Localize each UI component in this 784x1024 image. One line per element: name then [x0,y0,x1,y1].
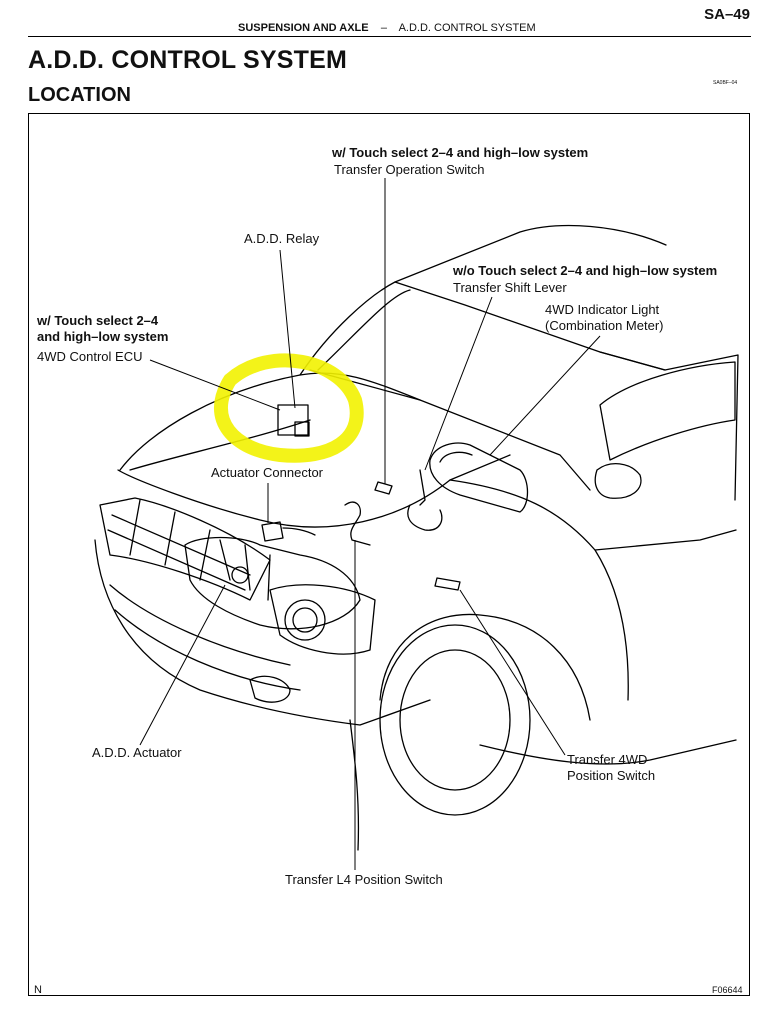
body-side [594,529,737,551]
label-touch-select-left-1: w/ Touch select 2–4 [37,313,159,328]
label-add-actuator: A.D.D. Actuator [92,745,182,760]
fender [449,479,629,701]
page-title: A.D.D. CONTROL SYSTEM [28,46,348,74]
running-head-separator: – [380,22,387,34]
tire [379,624,531,816]
4wd-position-switch [434,577,461,591]
rim [399,649,511,791]
highlight-circle [213,353,364,463]
leader-control-ecu [149,359,281,411]
label-transfer-4wd-1: Transfer 4WD [567,752,648,767]
section-title: SUSPENSION AND AXLE [238,22,369,34]
label-wo-touch-select: w/o Touch select 2–4 and high–low system [453,263,718,278]
windshield-inner [317,289,411,371]
headlight [269,584,376,655]
north-marker: N [34,984,42,996]
leader-4wd-position [459,589,566,756]
leader-add-actuator [139,584,226,746]
label-transfer-operation-switch: Transfer Operation Switch [334,162,485,177]
label-transfer-4wd-2: Position Switch [567,768,656,783]
transfer-op-switch [374,481,393,495]
leader-add-relay [279,249,296,409]
label-control-ecu: 4WD Control ECU [37,349,143,364]
page-number: SA–49 [704,6,750,23]
shift-lever [407,469,443,531]
position-switch-l4 [344,501,371,546]
leader-indicator-light [489,335,601,456]
label-indicator-light-1: 4WD Indicator Light [545,302,660,317]
fog-lamp [249,675,291,703]
running-head: SUSPENSION AND AXLE – A.D.D. CONTROL SYS… [238,22,536,34]
label-add-relay: A.D.D. Relay [244,231,320,246]
label-touch-select-top: w/ Touch select 2–4 and high–low system [332,145,589,160]
hood-crease [129,419,311,471]
label-transfer-shift-lever: Transfer Shift Lever [453,280,567,295]
add-relay-box [277,404,309,436]
side-window [599,361,736,461]
door-outline [599,351,739,501]
label-touch-select-left-2: and high–low system [37,329,169,344]
page-subtitle: LOCATION [28,84,131,106]
label-indicator-light-2: (Combination Meter) [545,318,664,333]
figure-code-top: SA0BF–04 [713,80,738,86]
mirror [594,463,642,499]
figure-code: F06644 [712,985,743,995]
figure-frame [28,113,750,996]
subsection-title: A.D.D. CONTROL SYSTEM [398,22,536,34]
actuator-body [184,536,361,630]
hood-front [117,454,511,528]
combination-meter [429,442,529,513]
actuator-connector-shape [261,521,284,542]
header-rule [28,36,751,37]
wheel-arch [379,613,591,721]
a-pillar [309,369,591,491]
front-bumper [94,539,431,726]
roof-outline [299,224,667,376]
label-transfer-l4: Transfer L4 Position Switch [285,872,443,887]
grille-outline [99,497,271,601]
leader-shift-lever [424,296,493,471]
rocker [479,739,737,765]
label-actuator-connector: Actuator Connector [211,465,324,480]
